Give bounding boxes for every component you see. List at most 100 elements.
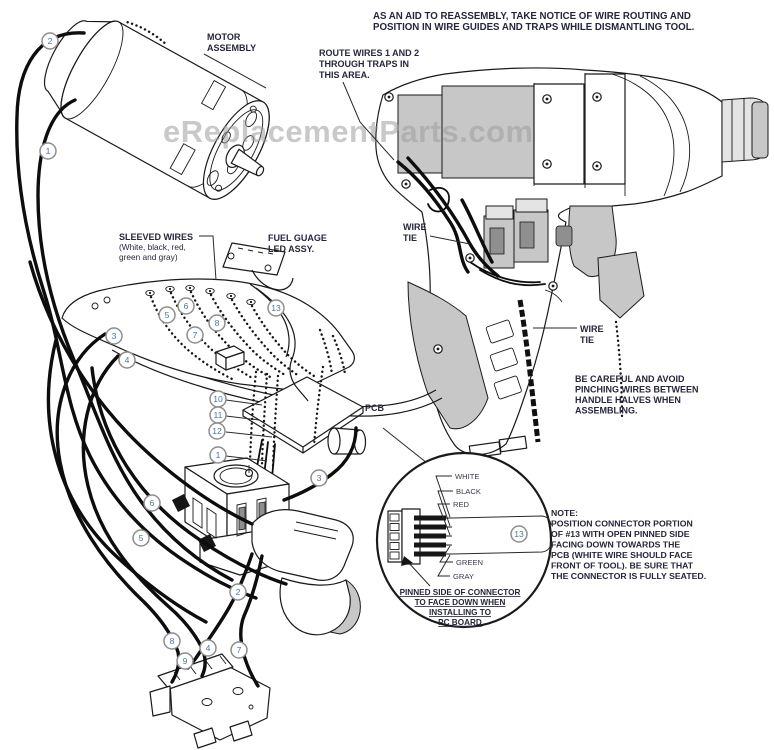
note-line-6: THE CONNECTOR IS FULLY SEATED.	[551, 571, 706, 581]
callout-11: 11	[209, 406, 227, 424]
detail-circle: WHITE BLACK RED GREEN GRAY PINNED SIDE O…	[375, 427, 553, 629]
route-wires-label-1: ROUTE WIRES 1 AND 2	[319, 48, 419, 58]
header-line-2: POSITION IN WIRE GUIDES AND TRAPS WHILE …	[373, 22, 695, 33]
tool-body-drawing	[375, 67, 769, 459]
svg-text:4: 4	[206, 643, 211, 653]
svg-text:8: 8	[170, 636, 175, 646]
tool-internal-wires	[396, 160, 470, 274]
callout-9: 9	[176, 652, 194, 670]
wire-tie-label-left-2: TIE	[403, 233, 417, 243]
callout-5: 5	[158, 306, 176, 324]
careful-label-2: PINCHING WIRES BETWEEN	[575, 385, 699, 395]
wire-label-green: GREEN	[456, 558, 483, 567]
wire-routing-board-drawing	[61, 278, 443, 417]
wire-label-red: RED	[453, 500, 470, 509]
svg-text:13: 13	[271, 303, 281, 313]
watermark: eReplacementParts.com	[163, 114, 534, 149]
motor-wire-2	[15, 31, 258, 600]
annotations: AS AN AID TO REASSEMBLY, TAKE NOTICE OF …	[119, 11, 706, 581]
route-wires-label-2: THROUGH TRAPS IN	[319, 59, 409, 69]
callout-13b: 13	[510, 525, 528, 543]
pinned-caption-1: PINNED SIDE OF CONNECTOR	[400, 588, 521, 597]
callout-2: 2	[41, 32, 59, 50]
callout-5b: 5	[132, 529, 150, 547]
svg-text:9: 9	[183, 656, 188, 666]
pcb-label: PCB	[365, 403, 385, 413]
callout-1: 1	[39, 142, 57, 160]
svg-text:5: 5	[165, 310, 170, 320]
svg-text:7: 7	[237, 645, 242, 655]
svg-text:7: 7	[193, 330, 198, 340]
note-line-5: FRONT OF TOOL). BE SURE THAT	[551, 561, 694, 571]
wire-to-switch	[282, 426, 358, 502]
svg-text:11: 11	[214, 410, 223, 420]
callout-10: 10	[209, 390, 227, 408]
header-line-1: AS AN AID TO REASSEMBLY, TAKE NOTICE OF …	[373, 11, 691, 22]
svg-text:13: 13	[514, 529, 524, 539]
careful-label-3: HANDLE HALVES WHEN	[575, 395, 681, 405]
wire-label-black: BLACK	[456, 487, 481, 496]
brush-dots	[126, 21, 169, 47]
led-assembly-drawing	[222, 242, 309, 402]
wire-label-white: WHITE	[455, 472, 479, 481]
callout-8b: 8	[163, 632, 181, 650]
svg-text:8: 8	[215, 318, 220, 328]
note-title: NOTE:	[551, 508, 578, 518]
careful-label-1: BE CAREFUL AND AVOID	[575, 374, 685, 384]
svg-text:6: 6	[150, 498, 155, 508]
svg-text:5: 5	[139, 533, 144, 543]
callout-3b: 3	[310, 469, 328, 487]
motor-assembly-drawing	[43, 20, 270, 200]
callout-leaders	[225, 399, 273, 462]
svg-text:1: 1	[216, 450, 221, 460]
callout-3: 3	[105, 327, 123, 345]
fuel-gauge-label-1: FUEL GUAGE	[268, 233, 327, 243]
callout-13: 13	[267, 299, 285, 317]
switch-assembly-drawing	[172, 457, 361, 636]
svg-text:1: 1	[46, 146, 51, 156]
callout-7: 7	[186, 326, 204, 344]
svg-text:3: 3	[112, 331, 117, 341]
sleeved-wires-label-1: SLEEVED WIRES	[119, 232, 193, 242]
svg-text:3: 3	[317, 473, 322, 483]
motor-assembly-label-1: MOTOR	[207, 32, 241, 42]
callout-8: 8	[208, 314, 226, 332]
callout-12: 12	[208, 422, 226, 440]
wire-tie-label-right-1: WIRE	[580, 324, 604, 334]
route-wires-label-3: THIS AREA.	[319, 70, 370, 80]
connector-drawing	[387, 508, 452, 565]
note-line-1: POSITION CONNECTOR PORTION	[551, 519, 693, 529]
note-line-2: OF #13 WITH OPEN PINNED SIDE	[551, 529, 690, 539]
sleeved-wires-label-2: (White, black, red,	[119, 242, 186, 252]
note-line-4: PCB (WHITE WIRE SHOULD FACE	[551, 550, 693, 560]
sleeved-wires-label-3: green and gray)	[119, 252, 178, 262]
callout-6: 6	[177, 297, 195, 315]
callout-4: 4	[118, 351, 136, 369]
svg-text:10: 10	[213, 394, 223, 404]
pinned-caption-4: PC BOARD	[438, 618, 482, 627]
terminal-plate-drawing	[149, 653, 271, 749]
svg-text:12: 12	[212, 426, 222, 436]
handle-vent-slots	[485, 319, 522, 400]
motor-assembly-label-2: ASSEMBLY	[207, 43, 256, 53]
fuel-gauge-label-2: LED ASSY.	[268, 244, 314, 254]
callout-4b: 4	[199, 639, 217, 657]
callout-2b: 2	[229, 583, 247, 601]
pinned-caption-3: INSTALLING TO	[429, 608, 492, 617]
svg-text:6: 6	[184, 301, 189, 311]
svg-text:2: 2	[236, 587, 241, 597]
screws	[384, 92, 602, 354]
callouts: 2 1 3 4 5 6 7 8 13 10 11 12 1 6 5 3 2 8 …	[39, 32, 528, 670]
pinned-caption-2: TO FACE DOWN WHEN	[415, 598, 506, 607]
callout-6b: 6	[143, 494, 161, 512]
callout-7b: 7	[230, 641, 248, 659]
wire-tie-label-right-2: TIE	[580, 335, 594, 345]
note-line-3: FACING DOWN TOWARDS THE	[551, 540, 680, 550]
board-terminals	[91, 284, 256, 310]
callout-1b: 1	[209, 446, 227, 464]
wire-label-gray: GRAY	[453, 572, 474, 581]
careful-label-4: ASSEMBLING.	[575, 406, 638, 416]
svg-text:4: 4	[125, 355, 130, 365]
